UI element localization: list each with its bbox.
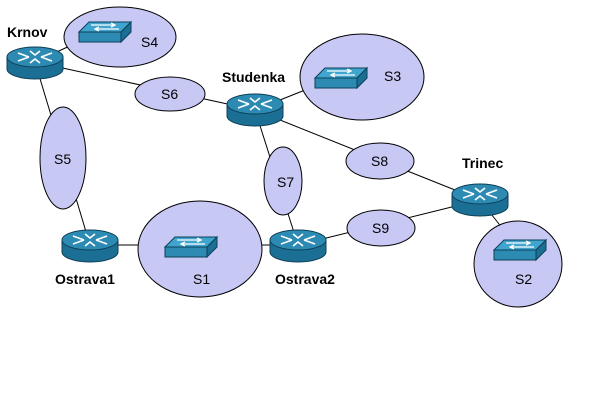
segment-label-s5: S5	[54, 151, 71, 167]
switch-icon	[314, 67, 368, 89]
router-label-ostrava1: Ostrava1	[55, 271, 115, 287]
router-icon	[451, 183, 509, 217]
router-label-trinec: Trinec	[462, 155, 503, 171]
segment-s8	[345, 142, 415, 180]
segment-s2	[473, 220, 563, 308]
router-labels: Krnov Studenka Trinec Ostrava1 Ostrava2	[7, 24, 503, 287]
segment-label-s9: S9	[372, 220, 389, 236]
segment-labels: S4 S3 S6 S5 S7 S8 S9 S1 S2	[54, 34, 532, 287]
segment-label-s1: S1	[193, 271, 210, 287]
segment-s6	[134, 76, 206, 112]
switch-icon	[493, 239, 547, 261]
router-icon	[6, 46, 64, 80]
segment-s5	[39, 106, 87, 210]
segment-label-s4: S4	[141, 34, 158, 50]
segment-label-s6: S6	[161, 86, 178, 102]
segment-s9	[346, 209, 416, 247]
router-label-krnov: Krnov	[7, 24, 48, 40]
router-label-studenka: Studenka	[222, 69, 285, 85]
segment-label-s3: S3	[384, 68, 401, 84]
switch-icon	[164, 236, 218, 258]
switch-icon	[78, 21, 132, 43]
segment-s7	[263, 146, 303, 216]
segment-label-s8: S8	[371, 153, 388, 169]
segment-label-s2: S2	[515, 271, 532, 287]
router-icon	[269, 229, 327, 263]
router-icon	[226, 93, 284, 127]
router-icon	[61, 229, 119, 263]
router-label-ostrava2: Ostrava2	[275, 271, 335, 287]
segment-label-s7: S7	[277, 174, 294, 190]
